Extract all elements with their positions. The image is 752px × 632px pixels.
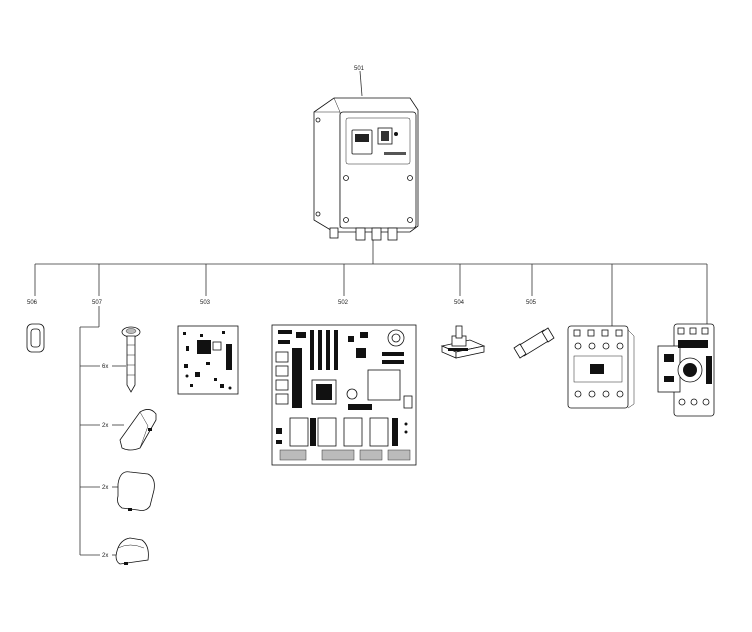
control-box-501 <box>313 97 419 241</box>
label-505: 505 <box>526 300 537 306</box>
qty-label-2x-a: 2x <box>102 423 108 429</box>
label-504: 504 <box>454 300 465 306</box>
cover-cap-507-b <box>117 471 155 511</box>
pcb-503 <box>177 325 239 395</box>
gasket-506 <box>26 323 45 353</box>
qty-label-2x-c: 2x <box>102 553 108 559</box>
label-502: 502 <box>338 300 349 306</box>
cover-cap-507-c <box>115 537 149 565</box>
label-506: 506 <box>27 300 38 306</box>
fuse-505 <box>513 327 555 359</box>
qty-label-6x: 6x <box>102 364 108 370</box>
motor-protection-switch <box>657 323 715 417</box>
label-501: 501 <box>354 66 365 72</box>
screw-507 <box>121 326 141 393</box>
connector-lines <box>34 70 708 556</box>
label-503: 503 <box>200 300 211 306</box>
encoder-504 <box>440 325 486 359</box>
cover-cap-507-a <box>119 409 157 451</box>
pcb-502 <box>271 324 417 466</box>
label-507: 507 <box>92 300 103 306</box>
contactor <box>567 325 635 409</box>
part-labels: 501 506 507 503 502 504 505 6x 2x 2x 2x <box>27 66 537 559</box>
qty-label-2x-b: 2x <box>102 485 108 491</box>
